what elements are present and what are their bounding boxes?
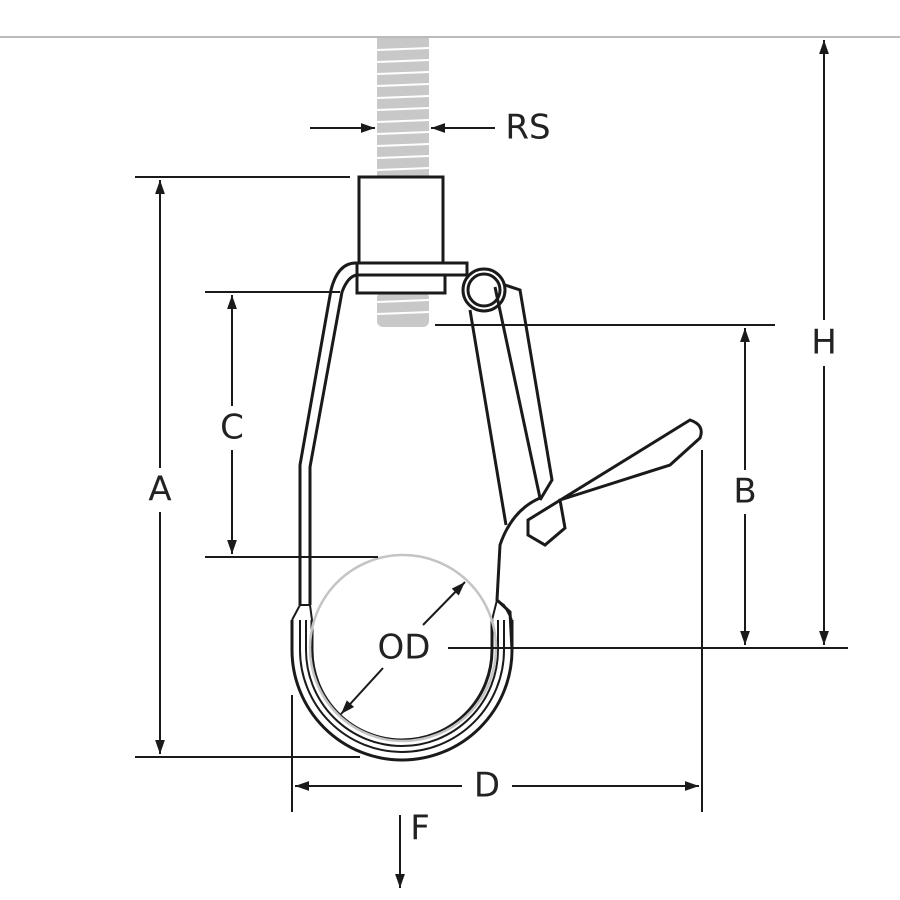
dimension-lines — [135, 40, 848, 888]
label-rs: RS — [505, 108, 550, 148]
label-f: F — [410, 809, 430, 849]
label-b: B — [733, 472, 756, 512]
label-od: OD — [378, 628, 431, 668]
hanger-body — [290, 175, 703, 762]
label-c: C — [220, 408, 244, 448]
label-d: D — [474, 766, 500, 806]
threaded-rod — [377, 38, 429, 327]
label-a: A — [148, 470, 171, 510]
rod-threads — [376, 47, 430, 315]
label-h: H — [811, 323, 837, 363]
